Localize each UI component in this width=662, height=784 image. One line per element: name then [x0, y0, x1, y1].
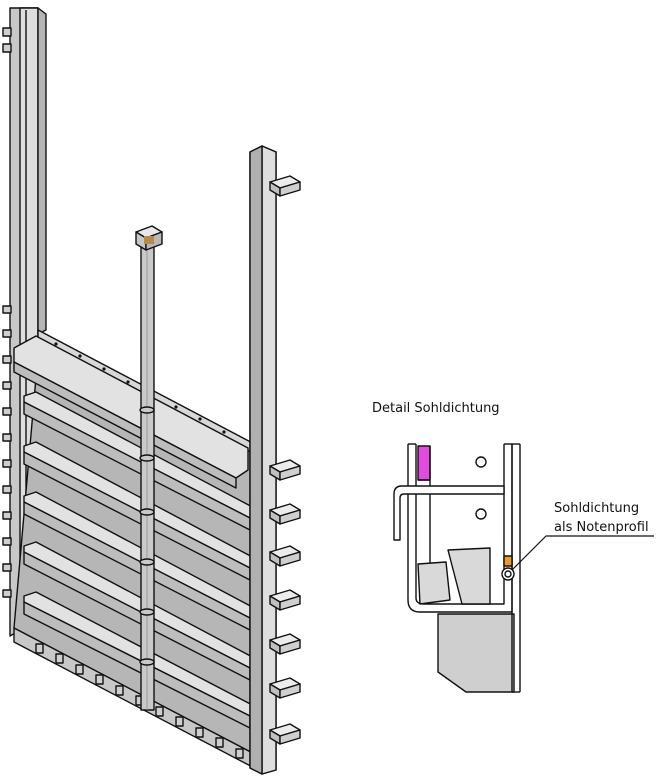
spindle-rod	[139, 243, 155, 711]
left-wall-brackets	[2, 27, 12, 598]
detail-title: Detail Sohldichtung	[372, 401, 500, 416]
callout-line1: Sohldichtung	[554, 501, 639, 516]
spindle-cap	[135, 225, 163, 251]
bolt-lower	[475, 508, 487, 520]
detail-wedge	[447, 547, 491, 605]
detail-sill	[437, 613, 515, 693]
detail-lower-block	[417, 561, 451, 605]
gate-girders	[13, 335, 259, 729]
sluice-gate-isometric	[2, 7, 301, 775]
right-wall-brackets	[269, 175, 301, 745]
bolt-upper	[475, 456, 487, 468]
callout-line2: als Notenprofil	[554, 520, 649, 535]
note-profile-seal	[501, 567, 515, 581]
bottom-seal-tabs	[35, 643, 244, 759]
seal-strip-magenta	[417, 445, 431, 481]
seal-orange	[503, 555, 513, 567]
detail-flange-hook	[393, 485, 505, 541]
callout-leader	[511, 535, 654, 571]
right-guide-frame	[249, 145, 277, 775]
seal-detail-section	[393, 443, 654, 693]
